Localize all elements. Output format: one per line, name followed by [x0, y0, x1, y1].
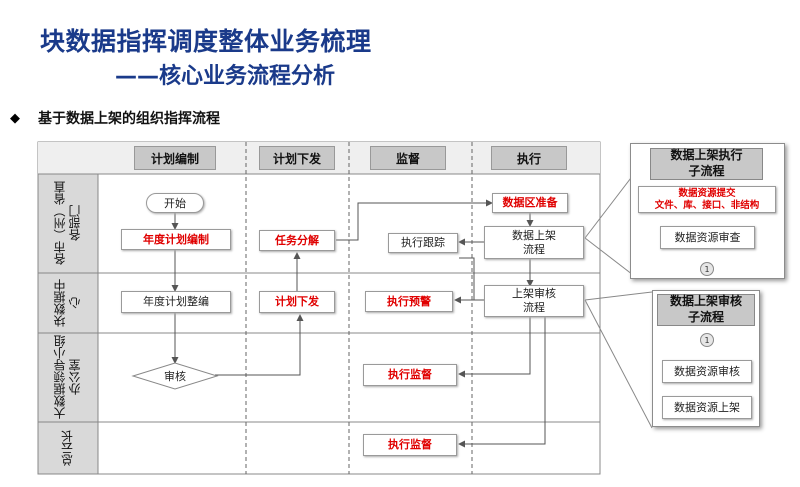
- column-header-execute: 执行: [491, 146, 567, 170]
- column-header-plan: 计划编制: [134, 146, 216, 170]
- panel-execute-connector-marker: 1: [700, 262, 714, 276]
- connector: [458, 316, 546, 448]
- row-label-office: 大数据领导小组办公室: [40, 335, 96, 420]
- page-title: 块数据指挥调度整体业务梳理: [40, 27, 372, 56]
- column-header-issue: 计划下发: [259, 146, 335, 170]
- panel-execute-step-review: 数据资源审查: [660, 226, 755, 249]
- panel-link: [584, 237, 638, 279]
- section-heading: 基于数据上架的组织指挥流程: [38, 111, 220, 127]
- exec-track-node: 执行跟踪: [388, 233, 458, 253]
- data-shelf-flow-node: 数据上架 流程: [484, 226, 584, 259]
- row-label-text: 大数据领导小组办公室: [53, 335, 82, 420]
- shelf-review-flow-node: 上架审核 流程: [484, 285, 584, 317]
- task-decompose-node: 任务分解: [259, 230, 335, 251]
- panel-execute-title-text: 数据上架执行 子流程: [670, 148, 743, 178]
- review-node-label: 审核: [164, 370, 186, 383]
- panel-review-title-text: 数据上架审核 子流程: [669, 294, 742, 324]
- shelf-review-flow-label: 上架审核 流程: [512, 287, 556, 314]
- panel-execute-title: 数据上架执行 子流程: [650, 148, 763, 180]
- panel-review-connector-marker: 1: [700, 333, 714, 347]
- exec-warning-node: 执行预警: [365, 291, 453, 312]
- row-label-departments: 各市（州）省直各部门: [40, 176, 96, 271]
- connector: [215, 314, 304, 376]
- panel-review-title: 数据上架审核 子流程: [657, 294, 755, 326]
- row-label-text: 块数据中心: [53, 279, 82, 327]
- row-label-text: 各市（州）省直各部门: [53, 181, 82, 266]
- data-prep-node: 数据区准备: [492, 193, 568, 213]
- bullet-icon: ◆: [10, 111, 20, 126]
- panel-execute-step-submit: 数据资源提交 文件、库、接口、非结构: [638, 186, 776, 213]
- exec-supervise-node-2: 执行监督: [363, 434, 457, 456]
- panel-link: [584, 299, 653, 429]
- connector: [458, 316, 531, 378]
- data-shelf-flow-label: 数据上架 流程: [512, 228, 556, 256]
- panel-review-step-shelve: 数据资源上架: [662, 396, 752, 419]
- row-label-column: [37, 173, 99, 475]
- panel-link: [584, 169, 638, 239]
- step-submit-line1: 数据资源提交: [678, 187, 736, 199]
- page-subtitle: ——核心业务流程分析: [115, 64, 336, 89]
- panel-review-step-audit: 数据资源审核: [662, 360, 752, 383]
- exec-supervise-node-1: 执行监督: [363, 364, 457, 386]
- plan-issue-node: 计划下发: [259, 291, 335, 313]
- start-node: 开始: [146, 193, 204, 213]
- connector: [336, 199, 493, 241]
- annual-adjust-node: 年度计划整编: [121, 291, 231, 313]
- row-label-text: 总云长: [60, 430, 75, 466]
- step-submit-line2: 文件、库、接口、非结构: [654, 199, 760, 211]
- row-label-data-center: 块数据中心: [40, 275, 96, 331]
- column-header-supervise: 监督: [370, 146, 446, 170]
- row-label-chief: 总云长: [40, 424, 96, 472]
- review-diamond: [131, 362, 219, 390]
- annual-plan-node: 年度计划编制: [121, 229, 231, 250]
- panel-link: [584, 291, 653, 301]
